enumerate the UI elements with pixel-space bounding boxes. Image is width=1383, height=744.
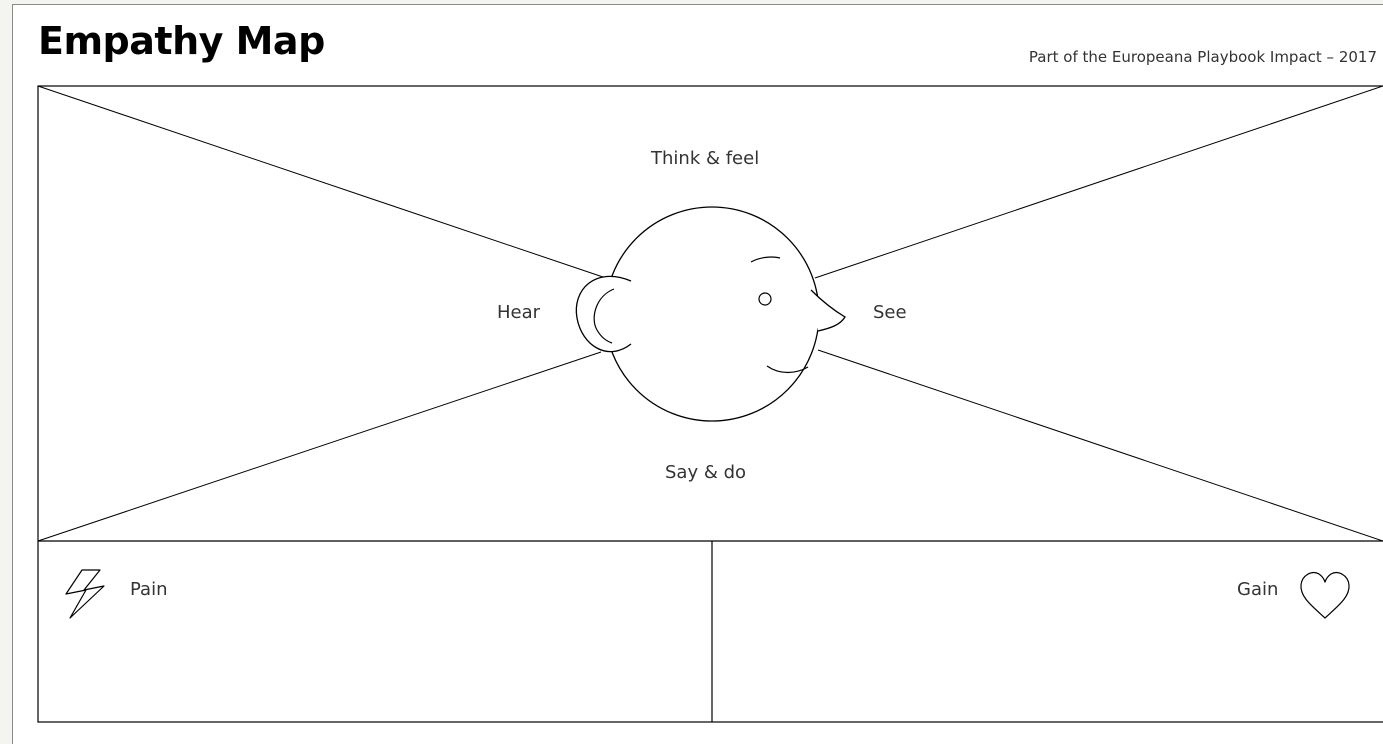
- think-feel-label: Think & feel: [651, 150, 759, 168]
- diagonal-bottom-left: [38, 352, 601, 541]
- diagonal-top-right: [815, 86, 1383, 278]
- hear-label: Hear: [497, 304, 540, 322]
- say-do-label: Say & do: [665, 464, 746, 482]
- diagonal-top-left: [38, 86, 603, 277]
- diagonal-bottom-right: [818, 350, 1383, 541]
- heart-icon: [1301, 573, 1349, 618]
- pain-label: Pain: [130, 581, 168, 599]
- head-icon: [576, 207, 845, 421]
- lightning-bolt-icon: [66, 570, 104, 618]
- gain-label: Gain: [1237, 581, 1278, 599]
- see-label: See: [873, 304, 907, 322]
